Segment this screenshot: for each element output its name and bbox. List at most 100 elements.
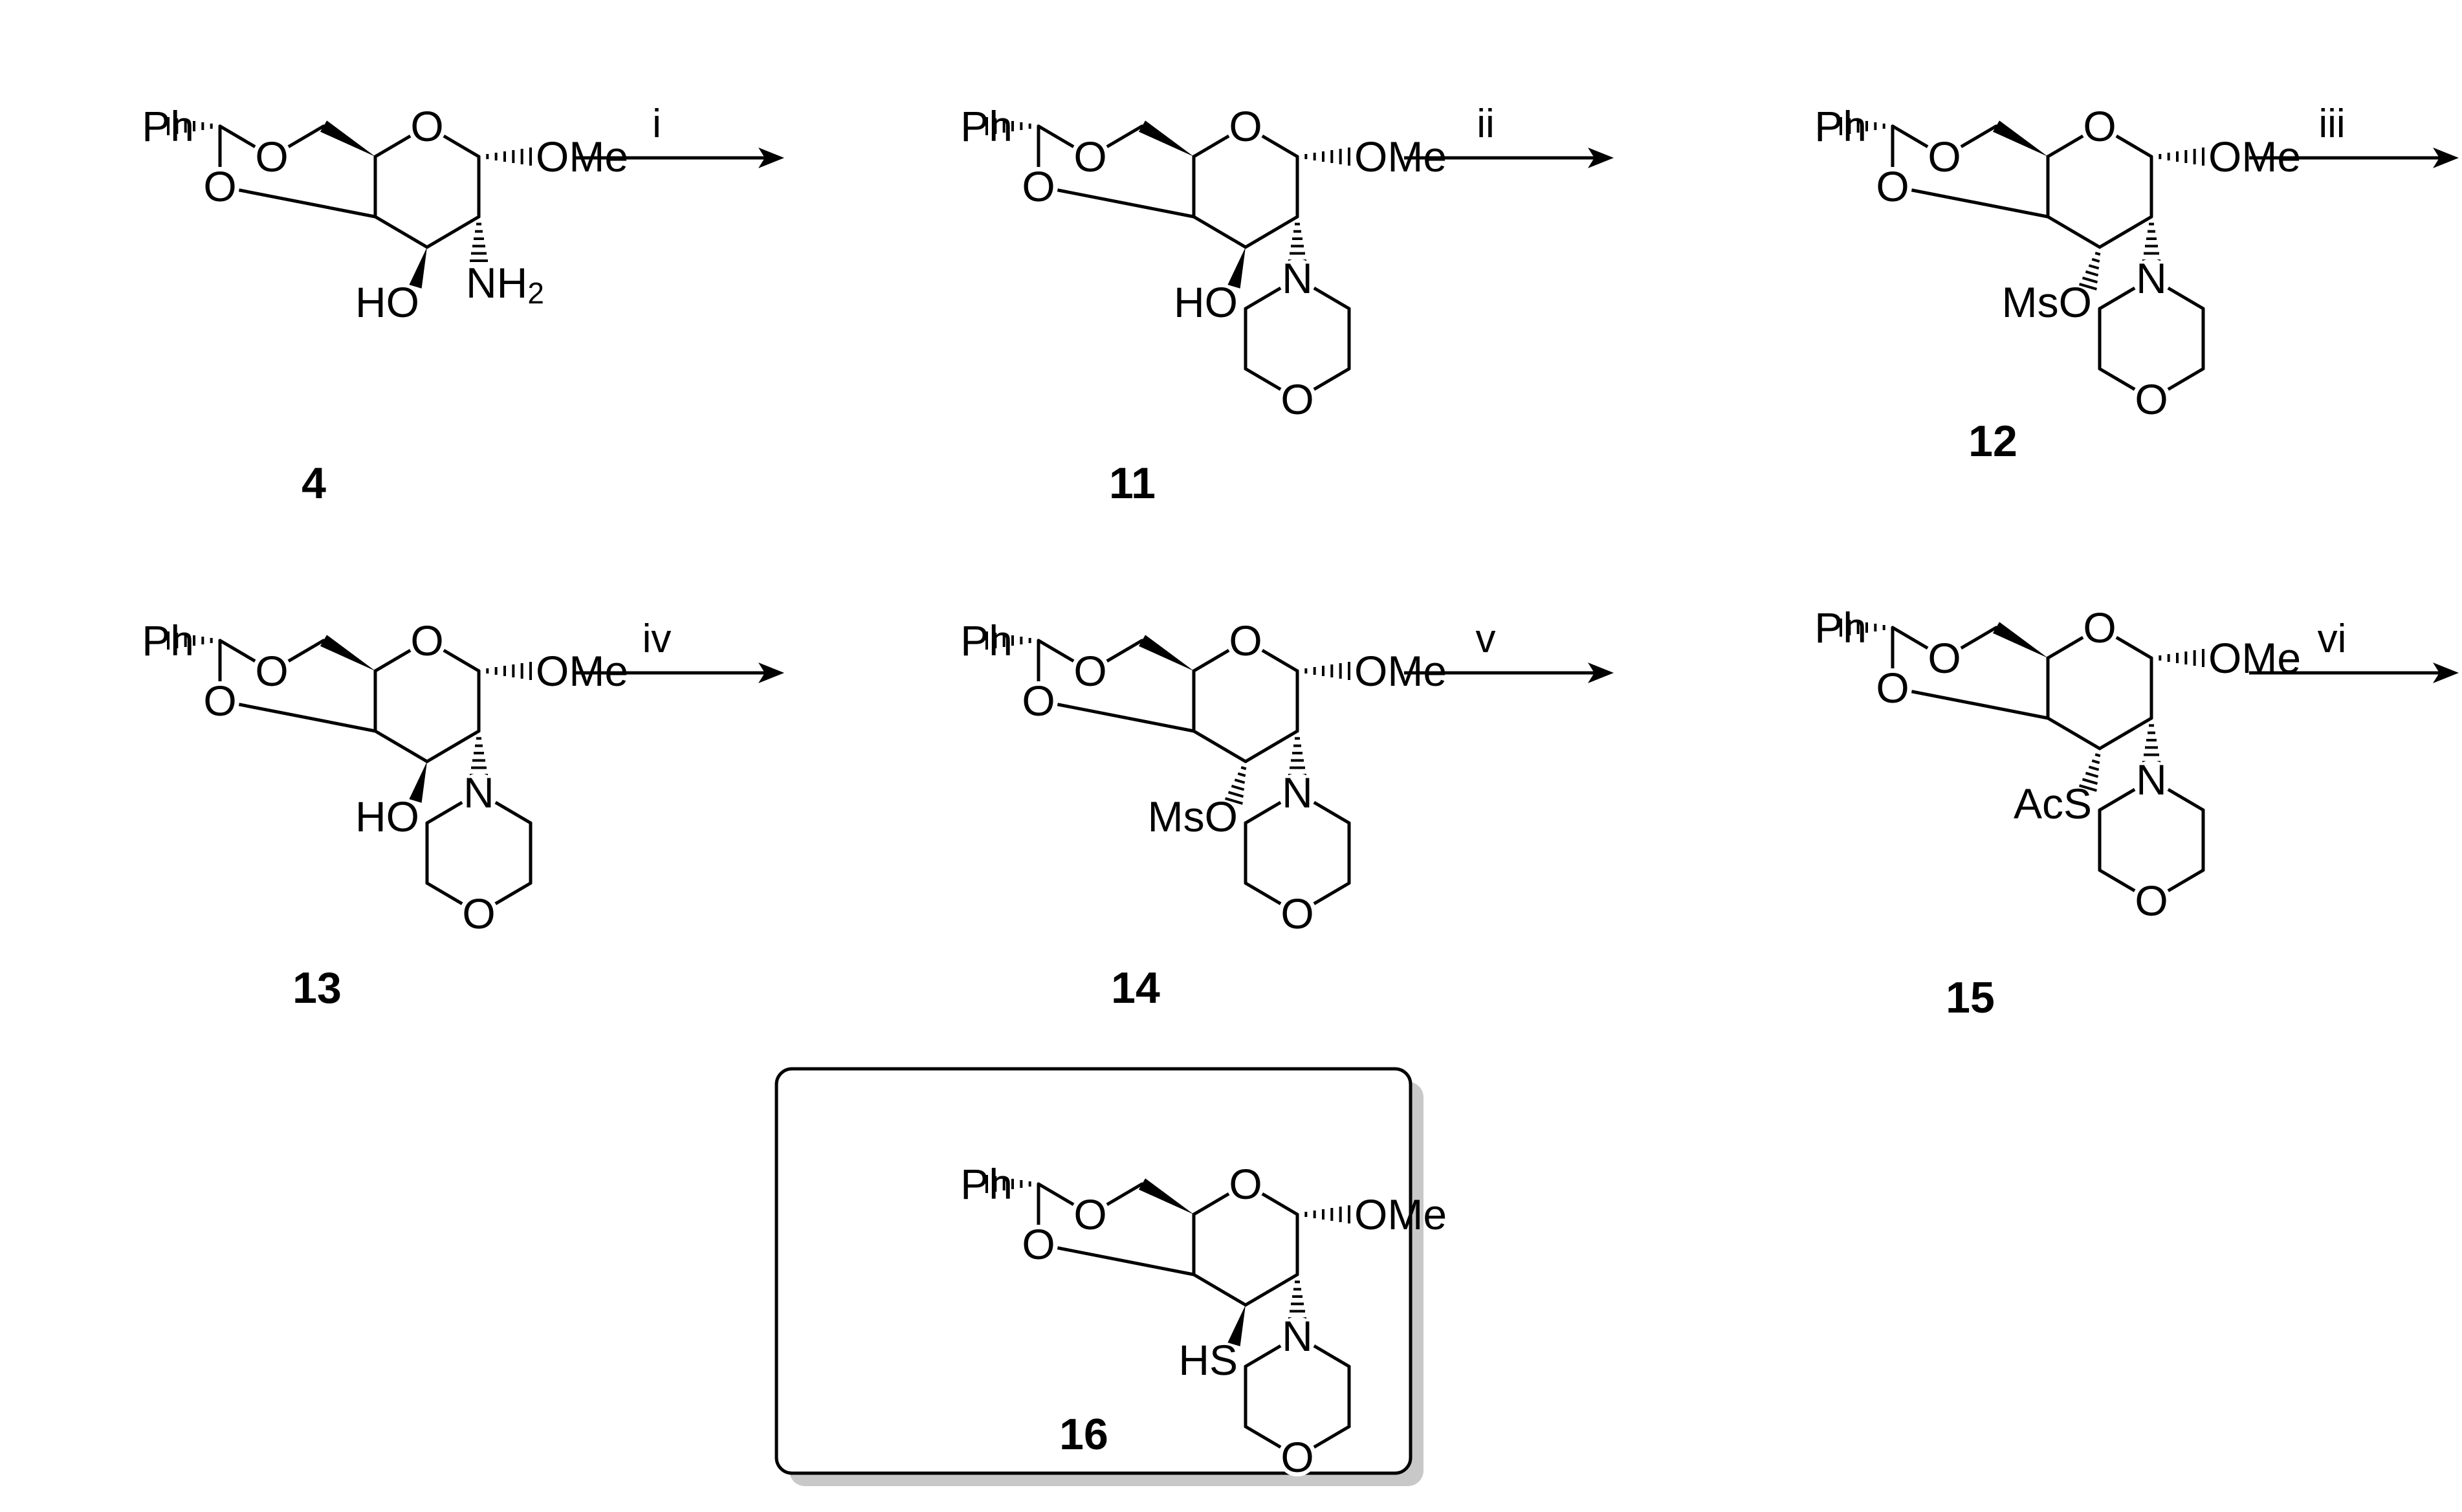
c3-substituent-label: MsO [1148,793,1238,840]
wedge-bond [320,120,375,157]
hashed-bond [2082,778,2098,785]
bond [1891,184,2050,219]
wedge-bond [320,635,375,671]
hashed-bond [1225,797,1243,805]
bond [1244,729,1299,763]
hashed-bond [2091,759,2100,764]
bond [218,699,377,733]
wedge-bond [409,247,427,289]
c3-substituent-label: HO [355,278,419,326]
bond [2046,215,2102,249]
methoxy-label: OMe [536,133,628,181]
arrowhead-iv [758,663,784,683]
hashed-bond [2085,270,2099,277]
bond [1192,729,1247,763]
methoxy-label: OMe [1354,1190,1447,1238]
compound-label-14: 14 [1111,963,1160,1013]
hashed-bond [1231,784,1245,791]
compound-labels: 4 11 12 13 14 15 16 [292,417,2017,1459]
bond [1192,215,1247,249]
ring-oxygen-label: O [1022,677,1055,725]
bond [218,184,377,219]
ring-oxygen-label: O [1022,162,1055,210]
bond [2098,716,2153,751]
ring-oxygen-label: O [1073,133,1106,181]
ring-oxygen-label: O [1928,634,1961,682]
reagent-iv: iv [643,617,672,661]
morpholine-oxygen-label: O [2135,877,2168,925]
hashed-bond [2091,257,2100,263]
bond [373,729,429,763]
reagent-ii: ii [1477,102,1495,146]
ring-oxygen-label: O [1229,102,1262,150]
wedge-bond [1992,120,2048,157]
compound-label-15: 15 [1946,973,1995,1022]
ring-oxygen-label: O [203,677,236,725]
arrowhead-iii [2433,148,2459,168]
phenyl-label: Ph [1814,102,1867,150]
compound-label-12: 12 [1968,417,2017,466]
phenyl-label: Ph [960,1160,1013,1208]
ring-oxygen-label: O [410,617,443,664]
reagent-vi: vi [2318,617,2347,661]
c3-substituent-label: HO [1174,278,1238,326]
hashed-bond [2079,784,2097,792]
hashed-bond [2088,264,2100,270]
phenyl-label: Ph [960,617,1013,664]
c3-substituent-label: HS [1178,1336,1238,1384]
phenyl-label: Ph [142,102,194,150]
methoxy-label: OMe [2208,133,2301,181]
morpholine-nitrogen-label: N [2136,254,2167,302]
phenyl-label: Ph [142,617,194,664]
morpholine-nitrogen-label: N [1282,769,1313,816]
hashed-bond [1237,772,1246,777]
methoxy-label: OMe [1354,133,1447,181]
methoxy-label: OMe [2208,634,2301,682]
wedge-bond [1138,635,1194,671]
bond [1037,184,1196,219]
reagent-iii: iii [2318,102,2345,146]
ring-oxygen-label: O [255,647,288,695]
bond [425,215,481,249]
hashed-bond [2088,765,2100,771]
bond [1037,1242,1196,1276]
morpholine-nitrogen-label: N [463,769,494,816]
reagent-v: v [1476,617,1496,661]
compound-label-13: 13 [292,963,342,1013]
reagent-i: i [652,102,661,146]
methoxy-label: OMe [536,647,628,695]
amine-label: NH2 [466,259,544,310]
hashed-bond [1240,766,1247,771]
bond [1192,1273,1247,1307]
ring-oxygen-label: O [1229,1160,1262,1208]
arrowhead-vi [2433,663,2459,683]
bond [2098,215,2153,249]
morpholine-nitrogen-label: N [1282,1312,1313,1360]
ring-oxygen-label: O [203,162,236,210]
wedge-bond [409,761,427,803]
hashed-bond [2085,771,2099,778]
ring-oxygen-label: O [1876,664,1909,712]
phenyl-label: Ph [960,102,1013,150]
morpholine-oxygen-label: O [1280,375,1313,423]
morpholine-oxygen-label: O [2135,375,2168,423]
ring-oxygen-label: O [2083,604,2116,652]
ring-oxygen-label: O [1022,1220,1055,1268]
c3-substituent-label: MsO [2002,278,2092,326]
morpholine-oxygen-label: O [1280,890,1313,937]
bond [1244,1273,1299,1307]
hashed-bond [1227,791,1244,798]
compound-label-4: 4 [302,459,326,508]
morpholine-nitrogen-label: N [1282,254,1313,302]
ring-oxygen-label: O [255,133,288,181]
arrowhead-ii [1588,148,1614,168]
methoxy-label: OMe [1354,647,1447,695]
hashed-bond [2082,276,2098,284]
hashed-bond [1234,778,1246,784]
